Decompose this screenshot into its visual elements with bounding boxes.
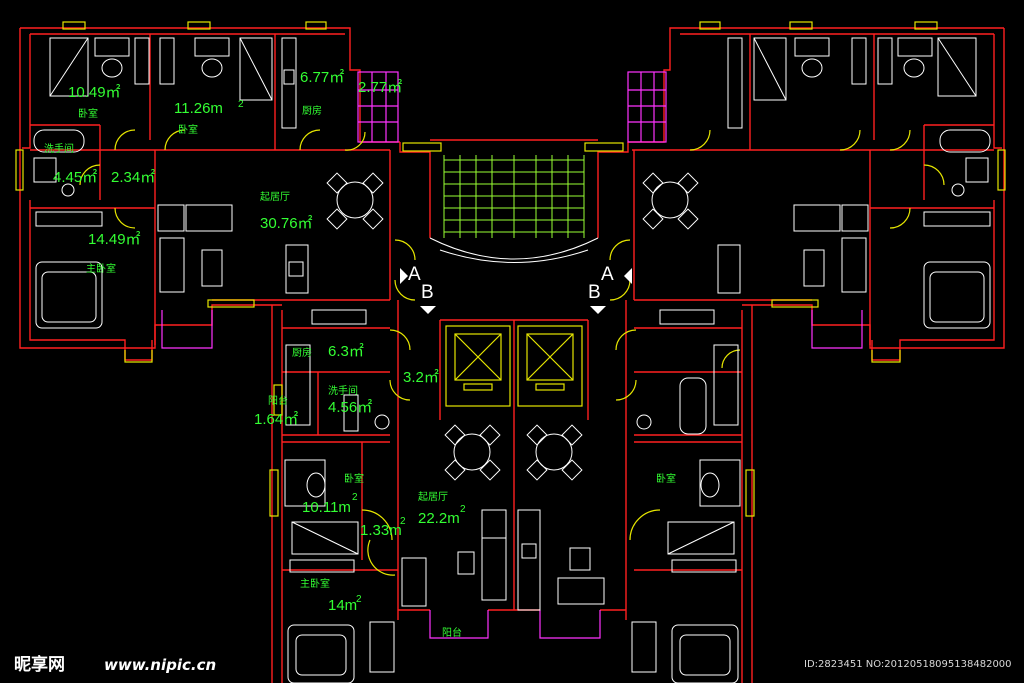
label-kitchen-w: 厨房: [302, 104, 322, 117]
area-living-w: 30.76㎡: [260, 215, 313, 232]
area-kitchen-w: 6.77㎡: [300, 69, 344, 86]
label-bedroom-nw: 卧室: [78, 107, 98, 120]
sup-living-s: 2: [460, 504, 466, 515]
area-kitchen-s: 6.3㎡: [328, 343, 364, 360]
area-corridor-w: 2.34㎡: [111, 169, 155, 186]
area-balcony-s: 1.64㎡: [254, 411, 298, 428]
label-living-w: 起居厅: [260, 191, 290, 203]
watermark: 昵享网 www.nipic.cn ID:2823451 NO:201205180…: [14, 654, 1012, 675]
watermark-brand: 昵享网: [14, 654, 65, 675]
label-bedroom-n: 卧室: [178, 123, 198, 136]
label-living-s: 起居厅: [418, 491, 448, 503]
axis-b-right: B: [588, 282, 601, 303]
area-bedroom-s: 10.11m: [302, 499, 351, 516]
area-master-w: 14.49㎡: [88, 231, 141, 248]
watermark-url: www.nipic.cn: [104, 656, 216, 674]
room-labels: 10.49㎡ 卧室 11.26m 2 卧室 6.77㎡ 厨房 2.77㎡ 洗手间…: [44, 69, 676, 639]
watermark-id: ID:2823451 NO:20120518095138482000: [804, 659, 1012, 670]
area-bedroom-nw: 10.49㎡: [68, 84, 121, 101]
area-hall-s: 1.33m: [360, 522, 402, 539]
sup-hall-s: 2: [400, 516, 406, 527]
sup-bedroom-n: 2: [238, 99, 244, 110]
axis-a-right: A: [601, 264, 614, 285]
axis-labels: A B A B: [408, 264, 614, 303]
area-corridor-s: 3.2㎡: [403, 369, 439, 386]
sup-master-s: 2: [356, 594, 362, 605]
windows: [15, 21, 1006, 517]
axis-arrows: [400, 268, 632, 314]
label-bath-s: 洗手间: [328, 384, 358, 397]
label-balcony-s2: 阳台: [442, 626, 462, 639]
label-bedroom-e: 卧室: [656, 472, 676, 485]
doors: [79, 129, 945, 576]
area-bath-w: 4.45㎡: [53, 169, 97, 186]
elevators: [445, 325, 583, 407]
label-kitchen-s: 厨房: [292, 346, 312, 359]
label-bath-w: 洗手间: [44, 142, 74, 155]
label-bedroom-s: 卧室: [344, 472, 364, 485]
label-balcony-s: 阳台: [268, 394, 288, 407]
area-bath-s: 4.56㎡: [328, 399, 372, 416]
axis-b-left: B: [421, 282, 434, 303]
area-living-s: 22.2m: [418, 510, 460, 527]
axis-a-left: A: [408, 264, 421, 285]
stair: [429, 155, 599, 263]
label-master-w: 主卧室: [86, 262, 116, 275]
label-master-s: 主卧室: [300, 577, 330, 590]
furniture: [33, 37, 991, 683]
area-bedroom-n: 11.26m: [174, 100, 223, 117]
balconies: [161, 71, 863, 639]
area-master-s: 14m: [328, 597, 357, 614]
walls: [19, 27, 1005, 683]
area-balcony-n: 2.77㎡: [358, 79, 402, 96]
sup-bedroom-s: 2: [352, 492, 358, 503]
